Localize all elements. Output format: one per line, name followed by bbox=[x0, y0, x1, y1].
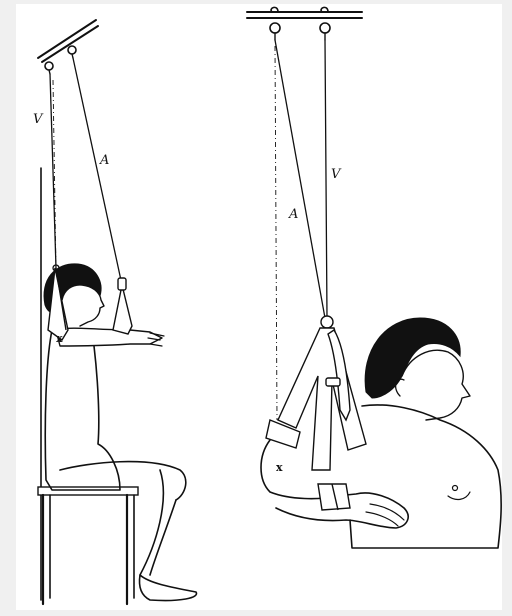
left-ceiling-bar bbox=[38, 20, 98, 62]
right-mark-x: x bbox=[276, 461, 283, 474]
right-rope-vertical bbox=[325, 40, 327, 318]
right-panel: V A bbox=[247, 7, 501, 548]
left-mark-x: x bbox=[56, 332, 63, 345]
left-label-a: A bbox=[99, 153, 109, 168]
right-ceiling-bar bbox=[247, 12, 362, 18]
left-label-v: V bbox=[33, 112, 44, 127]
left-rope-angled bbox=[73, 58, 122, 285]
chair bbox=[38, 487, 138, 604]
right-plumb-line bbox=[275, 46, 277, 420]
right-arm-slings bbox=[266, 328, 366, 510]
left-panel: V A bbox=[33, 20, 197, 604]
right-label-a: A bbox=[288, 207, 298, 222]
right-rope-angled bbox=[275, 40, 325, 318]
spreader-ring bbox=[321, 316, 333, 328]
right-label-v: V bbox=[331, 167, 342, 182]
